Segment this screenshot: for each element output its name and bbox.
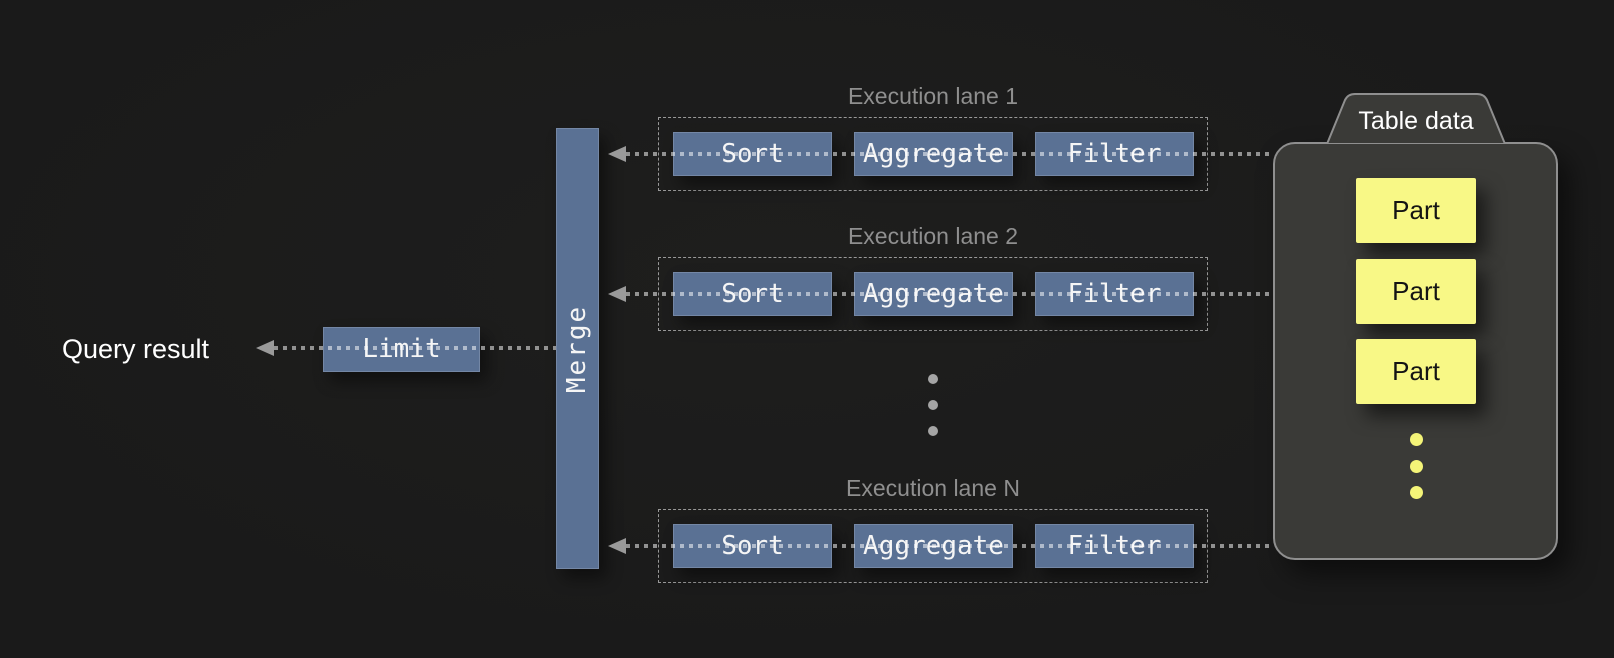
query-result-label: Query result [62,334,210,364]
ellipsis-dot-icon [928,426,938,436]
table-part: Part [1356,339,1476,404]
arrowhead-left-icon [608,146,626,162]
table-part: Part [1356,259,1476,324]
dotted-flow-line [626,152,1273,156]
execution-lane-1: Execution lane 1 Sort Aggregate Filter [600,79,1280,229]
merge-operator: Merge [556,128,599,569]
ellipsis-dot-icon [1410,460,1423,473]
ellipsis-dot-icon [928,400,938,410]
more-lanes-ellipsis [928,374,938,436]
dotted-flow-line [626,292,1273,296]
arrowhead-left-icon [608,286,626,302]
lane-title: Execution lane N [846,475,1020,501]
ellipsis-dot-icon [1410,433,1423,446]
arrowhead-left-icon [608,538,626,554]
table-part: Part [1356,178,1476,243]
arrowhead-left-icon [256,340,274,356]
lane-title: Execution lane 2 [847,223,1019,249]
table-data-tab [1325,93,1507,144]
execution-lane-n: Execution lane N Sort Aggregate Filter [600,471,1280,621]
merge-operator-label: Merge [562,304,593,393]
more-parts-ellipsis [1410,433,1423,499]
dotted-flow-line [626,544,1273,548]
lane-title: Execution lane 1 [847,83,1019,109]
tab-seam-cover [1333,142,1501,148]
execution-lane-2: Execution lane 2 Sort Aggregate Filter [600,219,1280,369]
ellipsis-dot-icon [928,374,938,384]
ellipsis-dot-icon [1410,486,1423,499]
dotted-flow-line [274,346,556,350]
table-data-title: Table data [1358,107,1474,135]
